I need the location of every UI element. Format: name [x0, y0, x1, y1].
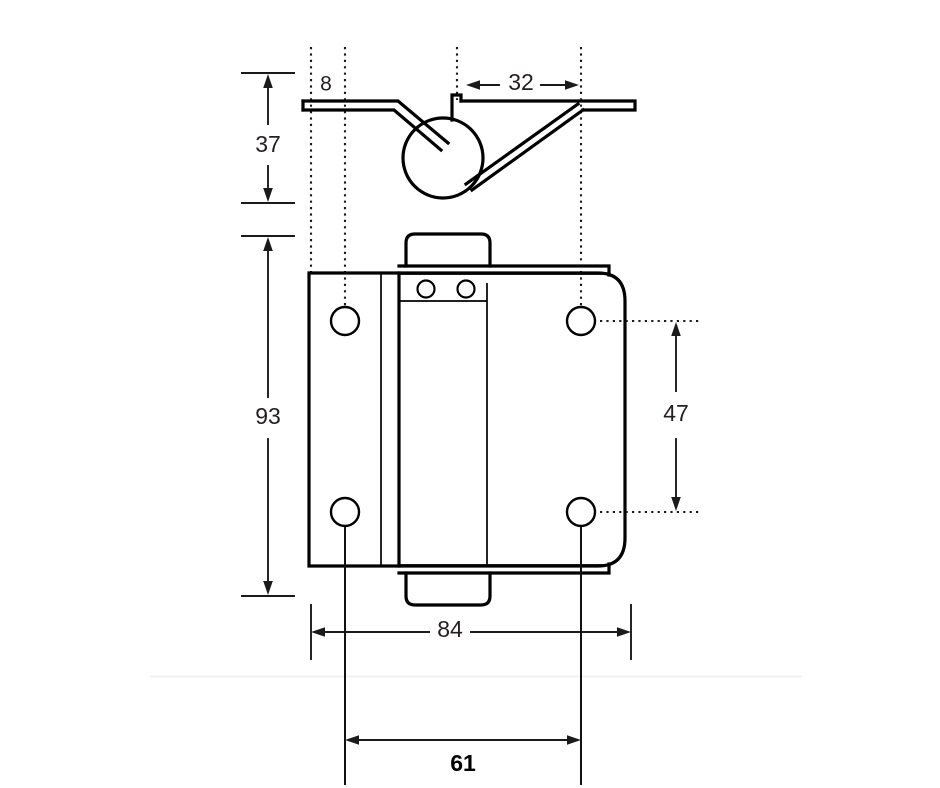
hole-center-leader-lines	[344, 527, 582, 785]
dimension-47: 47	[663, 322, 689, 511]
front-view-top-tab	[404, 232, 492, 268]
top-view-left-arm-upper-edge	[301, 99, 451, 146]
front-view-bottom-strip-lower	[397, 562, 611, 575]
top-view-angled-strut-upper	[469, 107, 586, 193]
mounting-hole-bottom-right	[565, 496, 597, 528]
dimension-8: 8	[320, 73, 332, 96]
dim-32-arrow-right	[565, 80, 579, 90]
top-view-geometry	[301, 93, 637, 200]
dim-37-arrow-down	[263, 188, 273, 202]
dim-93-label: 93	[255, 403, 281, 429]
dimension-32: 32	[466, 69, 579, 95]
knuckle-hole-right	[456, 279, 476, 299]
dimension-61: 61	[345, 735, 581, 776]
dim-32-arrow-left	[466, 80, 480, 90]
dim-47-arrow-up	[671, 322, 681, 336]
dim-8-label: 8	[320, 73, 332, 96]
front-view-top-strip-upper	[397, 264, 611, 277]
knuckle-hole-left	[416, 279, 436, 299]
construction-lines	[309, 47, 583, 330]
dimension-84: 84	[310, 604, 632, 660]
dimension-37: 37	[241, 72, 295, 204]
dim-93-arrow-up	[263, 237, 273, 251]
top-view-angled-strut-lower	[463, 101, 581, 187]
dim-61-label: 61	[450, 750, 476, 776]
mounting-hole-bottom-left	[329, 496, 361, 528]
dim-84-label: 84	[437, 616, 463, 642]
top-view-right-arm	[459, 99, 637, 112]
dim-84-arrow-right	[617, 627, 631, 637]
mounting-hole-top-right	[565, 305, 597, 337]
front-view-geometry	[307, 232, 627, 607]
dimension-93: 93	[241, 235, 295, 597]
dim-47-label: 47	[663, 400, 689, 426]
dim-47-arrow-down	[671, 497, 681, 511]
mounting-hole-top-left	[329, 305, 361, 337]
dim-93-arrow-down	[263, 581, 273, 595]
top-view-left-arm-lower-edge	[301, 108, 444, 153]
dimension-47-extension-lines	[600, 319, 700, 514]
dim-37-arrow-up	[263, 74, 273, 88]
dim-61-arrow-left	[345, 735, 359, 745]
dim-32-label: 32	[508, 69, 534, 95]
dim-84-arrow-left	[311, 627, 325, 637]
front-view-bottom-tab	[404, 571, 492, 607]
dim-61-arrow-right	[567, 735, 581, 745]
top-view-center-stub	[450, 93, 463, 122]
dim-37-label: 37	[255, 131, 281, 157]
top-view-barrel-circle	[401, 116, 485, 200]
